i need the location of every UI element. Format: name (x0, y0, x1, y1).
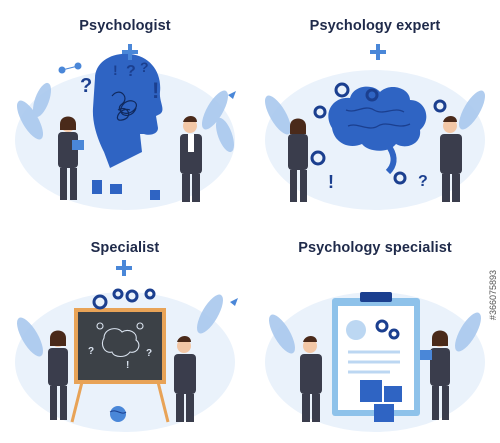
panel-psychologist: ? ! ? ? ! (0, 0, 250, 221)
svg-text:!: ! (126, 360, 129, 371)
panel-title: Specialist (90, 240, 160, 256)
svg-text:?: ? (88, 346, 94, 357)
psychologist-illustration: ? ! ? ? ! (15, 44, 236, 210)
panel-psychology-specialist: Psychology specialist (250, 222, 500, 443)
svg-text:?: ? (80, 75, 92, 97)
svg-text:?: ? (146, 348, 152, 359)
svg-text:?: ? (126, 63, 136, 80)
svg-text:!: ! (113, 62, 118, 78)
stock-id-label: #366075893 (488, 270, 498, 321)
specialist-illustration: ? ? ! (15, 260, 238, 432)
svg-text:?: ? (140, 59, 149, 75)
svg-text:!: ! (328, 172, 334, 192)
psychology-specialist-illustration (265, 292, 485, 432)
panel-title: Psychology specialist (298, 240, 452, 256)
panel-psychology-expert: ! ? Psychology expert (250, 0, 500, 221)
panel-title: Psychology expert (309, 18, 441, 34)
svg-text:!: ! (152, 78, 159, 103)
panel-title: Psychologist (79, 18, 171, 34)
psychology-expert-illustration: ! ? (265, 44, 485, 210)
svg-text:?: ? (418, 173, 428, 190)
panel-specialist: ? ? ! Specialist (0, 222, 250, 443)
